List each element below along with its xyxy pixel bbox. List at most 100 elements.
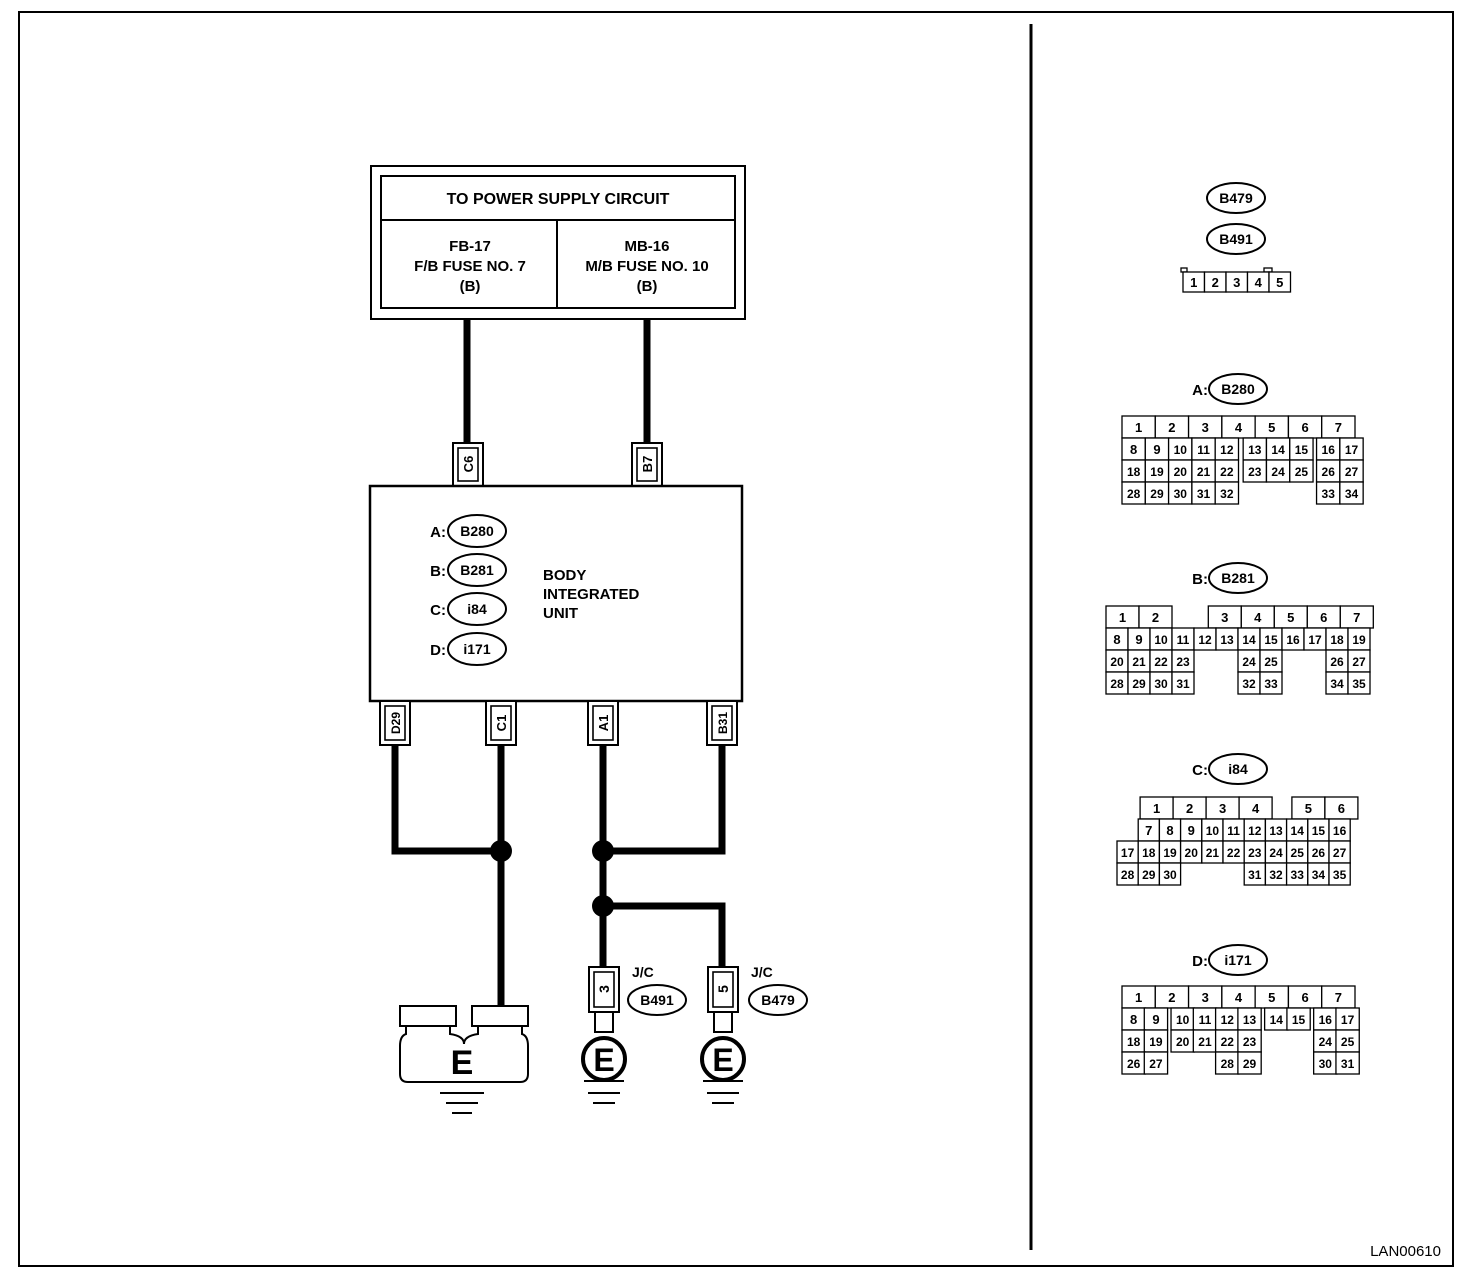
pin-number: 24 <box>1271 465 1285 479</box>
pin-number: 27 <box>1149 1057 1163 1071</box>
unit-connector-code-c: i84 <box>467 601 487 617</box>
pin-number: 2 <box>1168 420 1175 435</box>
unit-connector-letter-a: A: <box>430 524 446 541</box>
pin-number: 17 <box>1345 443 1359 457</box>
pin-number: 2 <box>1186 801 1193 816</box>
jc-pin-5: 5 <box>715 985 731 993</box>
pin-number: 25 <box>1295 465 1309 479</box>
pin-label-d29: D29 <box>389 712 403 734</box>
pin-number: 11 <box>1227 824 1240 838</box>
jc-badge-b491 <box>627 984 687 1016</box>
pin-cell <box>1347 671 1371 695</box>
pin-number: 4 <box>1235 990 1243 1005</box>
pin-number: 34 <box>1330 677 1344 691</box>
pin-cell <box>1237 1051 1262 1075</box>
pin-number: 30 <box>1163 868 1177 882</box>
unit-connector-badge-a <box>447 514 507 548</box>
pin-number: 33 <box>1322 487 1336 501</box>
pin-cell <box>1339 481 1364 505</box>
pin-number: 10 <box>1206 824 1220 838</box>
pin-cell <box>1259 671 1283 695</box>
pin-number: 31 <box>1197 487 1211 501</box>
pin-number: 8 <box>1166 823 1173 838</box>
pin-cell <box>1214 481 1240 505</box>
pin-number: 6 <box>1320 610 1327 625</box>
unit-name-line-3: UNIT <box>543 605 578 622</box>
pin-number: 19 <box>1352 633 1366 647</box>
ground-label: E <box>451 1044 474 1082</box>
jc-pin-3: 3 <box>596 985 612 993</box>
pin-number: 28 <box>1221 1057 1235 1071</box>
pin-number: 32 <box>1269 868 1283 882</box>
pin-number: 33 <box>1264 677 1278 691</box>
pin-number: 28 <box>1121 868 1135 882</box>
unit-connector-letter-d: D: <box>430 642 446 659</box>
pin-tab-b7: B7 <box>631 442 663 487</box>
pin-tab-b31: B31 <box>706 700 738 746</box>
pin-number: 35 <box>1333 868 1347 882</box>
fuse-fb17-name: F/B FUSE NO. 7 <box>414 258 526 275</box>
pin-number: 18 <box>1127 465 1141 479</box>
pin-number: 1 <box>1190 275 1197 290</box>
pin-cell <box>1335 1051 1360 1075</box>
pin-number: 17 <box>1121 846 1135 860</box>
pin-number: 30 <box>1154 677 1168 691</box>
unit-connector-code-d: i171 <box>463 641 490 657</box>
pin-number: 23 <box>1248 465 1262 479</box>
pin-tab-c1: C1 <box>485 700 517 746</box>
pin-number: 7 <box>1145 823 1152 838</box>
pin-number: 20 <box>1174 465 1188 479</box>
pin-number: 12 <box>1248 824 1262 838</box>
pin-number: 9 <box>1188 823 1195 838</box>
pin-number: 8 <box>1130 1012 1137 1027</box>
pin-label-b31: B31 <box>716 712 730 734</box>
pin-number: 1 <box>1153 801 1160 816</box>
pin-number: 24 <box>1319 1035 1333 1049</box>
pin-number: 4 <box>1252 801 1260 816</box>
pin-number: 5 <box>1287 610 1294 625</box>
fuse-mb16-name: M/B FUSE NO. 10 <box>585 258 708 275</box>
pin-tab-a1: A1 <box>587 700 619 746</box>
pin-number: 1 <box>1119 610 1126 625</box>
ground-block: E <box>399 1005 529 1114</box>
pin-label-a1: A1 <box>596 715 611 732</box>
view-b-letter: B: <box>1192 571 1208 588</box>
fuse-mb16-color: (B) <box>637 278 658 295</box>
pin-tab-c6: C6 <box>452 442 484 487</box>
pin-number: 6 <box>1301 420 1308 435</box>
pin-number: 7 <box>1353 610 1360 625</box>
unit-connector-code-a: B280 <box>460 523 494 539</box>
jc-label: J/C <box>632 964 654 980</box>
ground-label: E <box>593 1042 614 1078</box>
unit-connector-badge-b <box>447 553 507 587</box>
pin-number: 15 <box>1312 824 1326 838</box>
jc-code-b479: B479 <box>761 992 795 1008</box>
jc-view-code-b491: B491 <box>1219 231 1253 247</box>
pin-number: 10 <box>1154 633 1168 647</box>
pin-number: 2 <box>1168 990 1175 1005</box>
pin-number: 28 <box>1127 487 1141 501</box>
pin-number: 15 <box>1292 1013 1306 1027</box>
joint-connector-b491: 3 J/C B491 <box>588 964 687 1033</box>
pin-number: 28 <box>1110 677 1124 691</box>
pin-number: 19 <box>1163 846 1177 860</box>
pin-number: 1 <box>1135 420 1142 435</box>
pin-cell <box>1158 862 1182 886</box>
pin-number: 13 <box>1220 633 1234 647</box>
pin-number: 33 <box>1291 868 1305 882</box>
unit-connector-code-b: B281 <box>460 562 494 578</box>
pin-number: 6 <box>1338 801 1345 816</box>
pin-number: 3 <box>1202 420 1209 435</box>
pin-number: 14 <box>1242 633 1256 647</box>
pin-number: 26 <box>1330 655 1344 669</box>
pin-number: 30 <box>1319 1057 1333 1071</box>
fuse-mb16-id: MB-16 <box>624 238 669 255</box>
pin-label-b7: B7 <box>640 456 655 473</box>
pin-number: 34 <box>1345 487 1359 501</box>
pin-number: 16 <box>1319 1013 1333 1027</box>
